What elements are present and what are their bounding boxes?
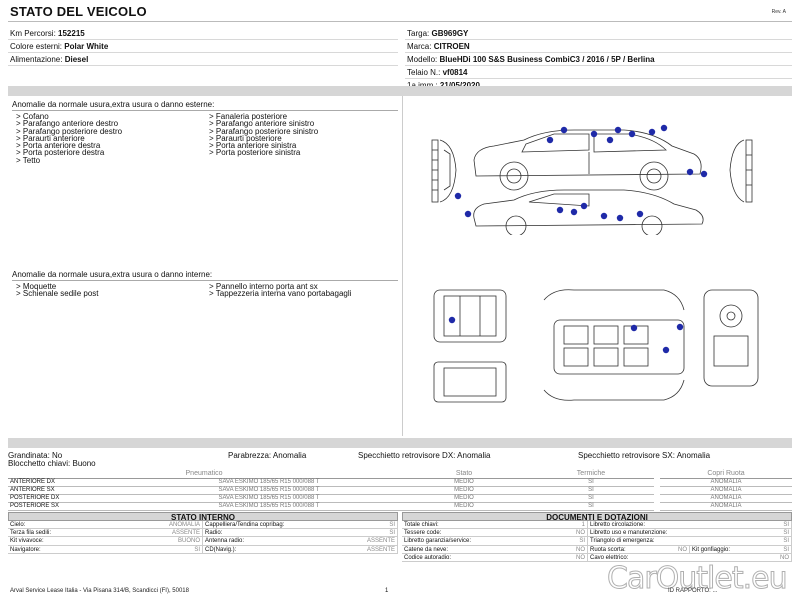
table-row: Catene da neve:NO Ruota scorta:NO Kit go…: [402, 545, 792, 554]
windshield-status: Parabrezza: Anomalia: [228, 451, 307, 460]
tyres-header-pneumatico: Pneumatico: [8, 469, 400, 479]
section-divider-top: [8, 86, 792, 96]
table-row: ANTERIORE DX SAVA ESKIMO 185/65 R15 000/…: [8, 478, 792, 487]
tyres-table: Pneumatico Stato Termiche Copri Ruota AN…: [8, 469, 792, 511]
damage-marker-dot: [616, 214, 624, 222]
damage-marker-dot: [630, 324, 638, 332]
key-block-status: Blocchetto chiavi: Buono: [8, 459, 96, 468]
damage-marker-dot: [556, 206, 564, 214]
mirror-left-status: Specchietto retrovisore SX: Anomalia: [578, 451, 711, 460]
vehicle-info-right: Targa: GB969GY Marca: CITROEN Modello: B…: [405, 27, 792, 92]
damage-marker-dot: [546, 136, 554, 144]
damage-marker-dot: [580, 202, 588, 210]
tyres-header-stato: Stato: [400, 469, 528, 479]
revision-label: Rev. A: [771, 9, 786, 15]
damage-marker-dot: [648, 128, 656, 136]
tyres-header-termiche: Termiche: [528, 469, 654, 479]
damage-marker-dot: [614, 126, 622, 134]
table-row: Totale chiavi:1 Libretto circolazione:SI: [402, 521, 792, 530]
chassis-row: Telaio N.: vf0814: [405, 66, 792, 79]
car-rear-view: [729, 139, 753, 203]
table-row: Libretto garanzia/service:SI Triangolo d…: [402, 537, 792, 546]
damage-marker-dot: [448, 316, 456, 324]
damage-marker-dot: [628, 130, 636, 138]
damage-marker-dot: [662, 346, 670, 354]
table-row: Tessere code:NO Libretto uso e manutenzi…: [402, 529, 792, 538]
external-damage-list-1: > Cofano > Parafango anteriore destro > …: [16, 112, 123, 165]
damage-dots-exterior: [454, 124, 708, 222]
damage-marker-dot: [464, 210, 472, 218]
stato-interno-title: STATO INTERNO: [8, 512, 398, 522]
table-row: Kit vivavoce:BUONO Antenna radio:ASSENTE: [8, 537, 398, 546]
external-damage-title: Anomalie da normale usura,extra usura o …: [12, 100, 215, 109]
table-row: POSTERIORE DX SAVA ESKIMO 185/65 R15 000…: [8, 494, 792, 503]
vehicle-info-left: Km Percorsi: 152215 Colore esterni: Pola…: [8, 27, 398, 66]
internal-damage-list-2: > Pannello interno porta ant sx > Tappez…: [209, 282, 352, 299]
external-damage-section: Anomalie da normale usura,extra usura o …: [8, 100, 402, 164]
documenti-title: DOCUMENTI E DOTAZIONI: [402, 512, 792, 522]
section-divider-mid: [8, 438, 792, 448]
mirror-right-status: Specchietto retrovisore DX: Anomalia: [358, 451, 491, 460]
stato-interno-panel: STATO INTERNO Cielo:ANOMALIA Cappelliera…: [8, 512, 398, 554]
footer-page-number: 1: [385, 588, 389, 594]
damage-marker-dot: [570, 208, 578, 216]
internal-damage-title: Anomalie da normale usura,extra usura o …: [12, 270, 213, 279]
title-divider: [8, 21, 792, 22]
damage-marker-dot: [600, 212, 608, 220]
km-row: Km Percorsi: 152215: [8, 27, 398, 40]
damage-marker-dot: [700, 170, 708, 178]
exterior-car-diagram: [431, 124, 753, 235]
table-row: Codice autoradio:NO Cavo elettrico:NO: [402, 553, 792, 562]
car-trunk-view: [433, 289, 507, 403]
plate-row: Targa: GB969GY: [405, 27, 792, 40]
fuel-row: Alimentazione: Diesel: [8, 53, 398, 66]
damage-marker-dot: [454, 192, 462, 200]
hail-status: Grandinata: No: [8, 451, 63, 460]
internal-damage-list-1: > Moquette > Schienale sedile post: [16, 282, 99, 299]
table-row: Cielo:ANOMALIA Cappelliera/Tendina copri…: [8, 521, 398, 530]
damage-marker-dot: [606, 136, 614, 144]
table-row: Navigatore:SI CD(Navig.):ASSENTE: [8, 545, 398, 554]
footer-report-id: ID RAPPORTO: ...: [668, 588, 718, 594]
damage-marker-dot: [686, 168, 694, 176]
car-side-view-top: [473, 129, 702, 191]
color-row: Colore esterni: Polar White: [8, 40, 398, 53]
table-row: ANTERIORE SX SAVA ESKIMO 185/65 R15 000/…: [8, 486, 792, 495]
car-front-view: [431, 139, 457, 203]
internal-damage-section: Anomalie da normale usura,extra usura o …: [8, 270, 402, 298]
vertical-divider: [402, 96, 403, 268]
documenti-panel: DOCUMENTI E DOTAZIONI Totale chiavi:1 Li…: [402, 512, 792, 562]
caroutlet-watermark: CarOutlet.eu: [607, 561, 789, 597]
car-cabin-view: [543, 289, 685, 401]
external-damage-list-2: > Fanaleria posteriore > Parafango anter…: [209, 112, 319, 158]
damage-marker-dot: [660, 124, 668, 132]
damage-marker-dot: [560, 126, 568, 134]
vertical-divider: [402, 268, 403, 436]
damage-marker-dot: [636, 210, 644, 218]
interior-car-diagram: [433, 289, 759, 403]
footer-company: Arval Service Lease Italia - Via Pisana …: [10, 588, 189, 594]
car-dashboard-view: [703, 289, 759, 387]
damage-dots-interior: [448, 316, 684, 354]
damage-marker-dot: [590, 130, 598, 138]
page-title: STATO DEL VEICOLO: [10, 4, 147, 19]
tyres-header-copri-ruota: Copri Ruota: [660, 469, 792, 479]
table-row: Terza fila sedili:ASSENTE Radio:SI: [8, 529, 398, 538]
brand-row: Marca: CITROEN: [405, 40, 792, 53]
model-row: Modello: BlueHDi 100 S&S Business CombiC…: [405, 53, 792, 66]
car-side-view-bottom: [473, 189, 704, 235]
table-row: POSTERIORE SX SAVA ESKIMO 185/65 R15 000…: [8, 502, 792, 511]
damage-marker-dot: [676, 323, 684, 331]
